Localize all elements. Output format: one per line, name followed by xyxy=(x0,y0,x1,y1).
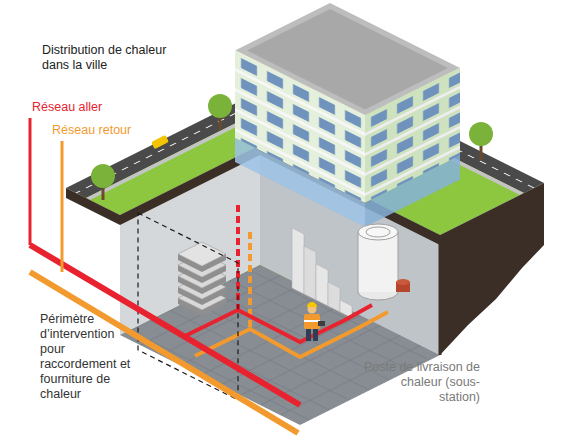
car xyxy=(151,135,169,149)
stairs xyxy=(292,228,352,318)
soil xyxy=(440,183,544,355)
balcony xyxy=(365,106,460,157)
soil xyxy=(66,188,120,225)
valve-top xyxy=(396,279,410,285)
technician xyxy=(304,302,325,341)
balcony xyxy=(235,68,365,136)
return-branch xyxy=(195,312,388,357)
return-leader xyxy=(61,141,64,272)
step xyxy=(316,264,328,306)
helmet xyxy=(307,302,317,307)
leg xyxy=(306,328,311,341)
step xyxy=(292,228,304,294)
step xyxy=(304,246,316,300)
supply-main xyxy=(30,245,300,405)
leg xyxy=(313,328,318,341)
diagram-title: Distribution de chaleur dans la ville xyxy=(42,43,182,73)
building-face xyxy=(235,50,365,227)
balcony xyxy=(365,86,460,137)
glass-lobby xyxy=(365,156,460,228)
foliage xyxy=(91,164,115,188)
wall xyxy=(120,145,260,335)
intervention-perimeter-note: Périmètre d’intervention pour raccordeme… xyxy=(40,312,140,402)
tree xyxy=(469,122,493,160)
vest xyxy=(304,314,320,329)
pit-wall xyxy=(120,145,260,335)
wall-edge xyxy=(439,235,442,355)
glass-lobby xyxy=(235,138,365,227)
balcony xyxy=(235,88,365,156)
foliage xyxy=(208,94,232,118)
network-return-label: Réseau retour xyxy=(52,123,131,138)
substation-label: Poste de livraison de chaleur (sous-stat… xyxy=(360,360,480,405)
soil-face xyxy=(66,188,120,225)
reflective-strip xyxy=(304,320,320,322)
tank-body xyxy=(358,232,398,292)
heat-exchanger xyxy=(358,224,410,300)
building-face xyxy=(365,68,460,228)
tree xyxy=(91,164,115,200)
step xyxy=(328,282,340,312)
perimeter-outline xyxy=(138,213,238,400)
tank-ring xyxy=(366,227,390,237)
tree xyxy=(208,94,232,130)
soil-face xyxy=(440,183,544,355)
car-body xyxy=(151,135,169,149)
network-supply-label: Réseau aller xyxy=(32,100,102,115)
supply-leader xyxy=(29,118,32,245)
foliage xyxy=(469,122,493,146)
return-main xyxy=(30,272,298,433)
tank-top xyxy=(358,224,398,240)
tank-edge xyxy=(358,232,359,292)
tablet xyxy=(318,321,325,326)
